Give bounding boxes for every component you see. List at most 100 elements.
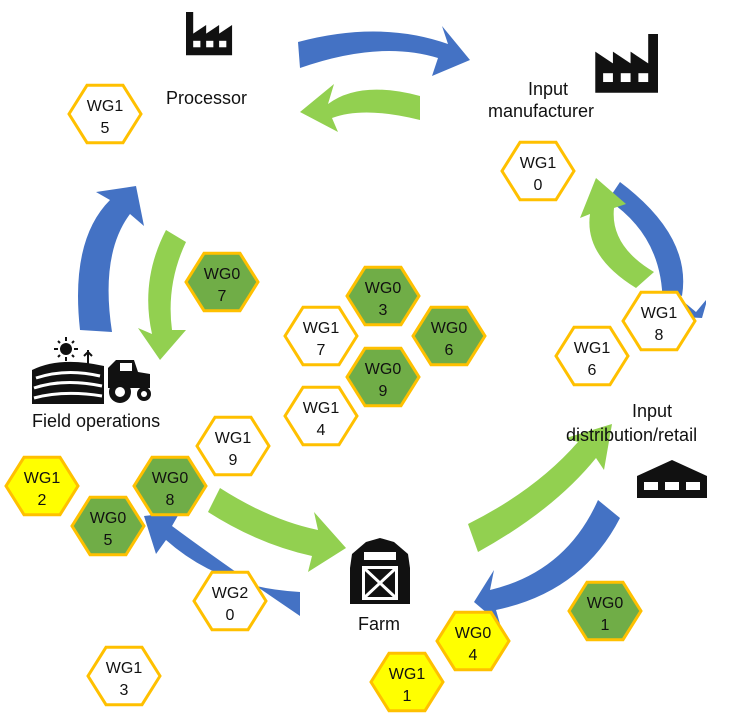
arrow-processor-to-field (138, 230, 186, 360)
hex-label-line1: WG1 (520, 155, 557, 172)
hex-label-line2: 5 (104, 532, 113, 549)
barn-icon (350, 538, 410, 604)
hex-shape (195, 415, 271, 477)
hex-label-line1: WG0 (587, 595, 624, 612)
hex-shape (435, 610, 511, 672)
hex-label-line1: WG1 (574, 340, 611, 357)
hex-label-line1: WG2 (212, 585, 249, 602)
hex-label-line1: WG1 (215, 430, 252, 447)
arrow-field-to-processor (78, 186, 144, 332)
hex-shape (283, 305, 359, 367)
hex-shape (67, 83, 143, 145)
hex-label-line1: WG0 (204, 266, 241, 283)
hex-label-line2: 0 (226, 607, 235, 624)
hex-label-line2: 8 (166, 492, 175, 509)
hex-label-line2: 6 (588, 362, 597, 379)
farm-label: Farm (358, 614, 400, 634)
hex-shape (554, 325, 630, 387)
hex-shape (192, 570, 268, 632)
distribution-label-line1: Input (632, 401, 672, 421)
hex-shape (621, 290, 697, 352)
hex-shape (70, 495, 146, 557)
arrow-manufacturer-to-distribution (608, 182, 706, 318)
hex-shape (184, 251, 260, 313)
hex-label-line2: 4 (469, 647, 478, 664)
processor-factory-icon (186, 12, 233, 56)
hex-label-line1: WG1 (303, 400, 340, 417)
hex-label-line2: 9 (229, 452, 238, 469)
node-labels: Processor Input manufacturer Input distr… (32, 79, 697, 634)
arrow-distribution-to-farm (474, 500, 620, 624)
hex-shape (132, 455, 208, 517)
hex-label-line1: WG1 (87, 98, 124, 115)
hex-shape (86, 645, 162, 707)
hex-shape (4, 455, 80, 517)
hex-shape (345, 265, 421, 327)
hex-label-line2: 5 (101, 120, 110, 137)
manufacturer-factory-icon (595, 34, 658, 93)
tractor-field-icon (32, 337, 151, 404)
hex-shape (283, 385, 359, 447)
hex-shape (345, 346, 421, 408)
hex-label-line1: WG0 (431, 320, 468, 337)
hex-label-line1: WG0 (455, 625, 492, 642)
arrow-farm-to-distribution (468, 424, 612, 552)
flow-arrows (78, 26, 706, 624)
arrow-farm-to-field (144, 512, 300, 616)
hex-label-line1: WG1 (641, 305, 678, 322)
hex-label-line1: WG0 (152, 470, 189, 487)
distribution-label-line2: distribution/retail (566, 425, 697, 445)
manufacturer-label-line2: manufacturer (488, 101, 594, 121)
hex-label-line1: WG1 (303, 320, 340, 337)
hex-label-line1: WG0 (365, 361, 402, 378)
warehouse-icon (637, 460, 707, 498)
hex-label-line2: 7 (317, 342, 326, 359)
hex-label-line2: 1 (601, 617, 610, 634)
arrow-processor-to-manufacturer (298, 26, 470, 76)
hex-label-line1: WG0 (365, 280, 402, 297)
hex-label-line2: 9 (379, 383, 388, 400)
arrow-distribution-to-manufacturer (580, 178, 654, 288)
hex-label-line1: WG1 (106, 660, 143, 677)
manufacturer-label-line1: Input (528, 79, 568, 99)
hex-shape (369, 651, 445, 713)
hex-label-line2: 4 (317, 422, 326, 439)
hex-label-line2: 2 (38, 492, 47, 509)
arrow-manufacturer-to-processor (300, 84, 420, 132)
processor-label: Processor (166, 88, 247, 108)
hex-label-line1: WG1 (24, 470, 61, 487)
hex-label-line1: WG0 (90, 510, 127, 527)
hex-label-line2: 6 (445, 342, 454, 359)
hex-label-line1: WG1 (389, 666, 426, 683)
arrow-field-to-farm (208, 488, 346, 572)
hex-label-line2: 0 (534, 177, 543, 194)
hex-label-line2: 7 (218, 288, 227, 305)
hex-label-line2: 3 (379, 302, 388, 319)
hex-shape (567, 580, 643, 642)
hex-label-line2: 1 (403, 688, 412, 705)
hex-label-line2: 8 (655, 327, 664, 344)
hex-shape (500, 140, 576, 202)
field-operations-label: Field operations (32, 411, 160, 431)
